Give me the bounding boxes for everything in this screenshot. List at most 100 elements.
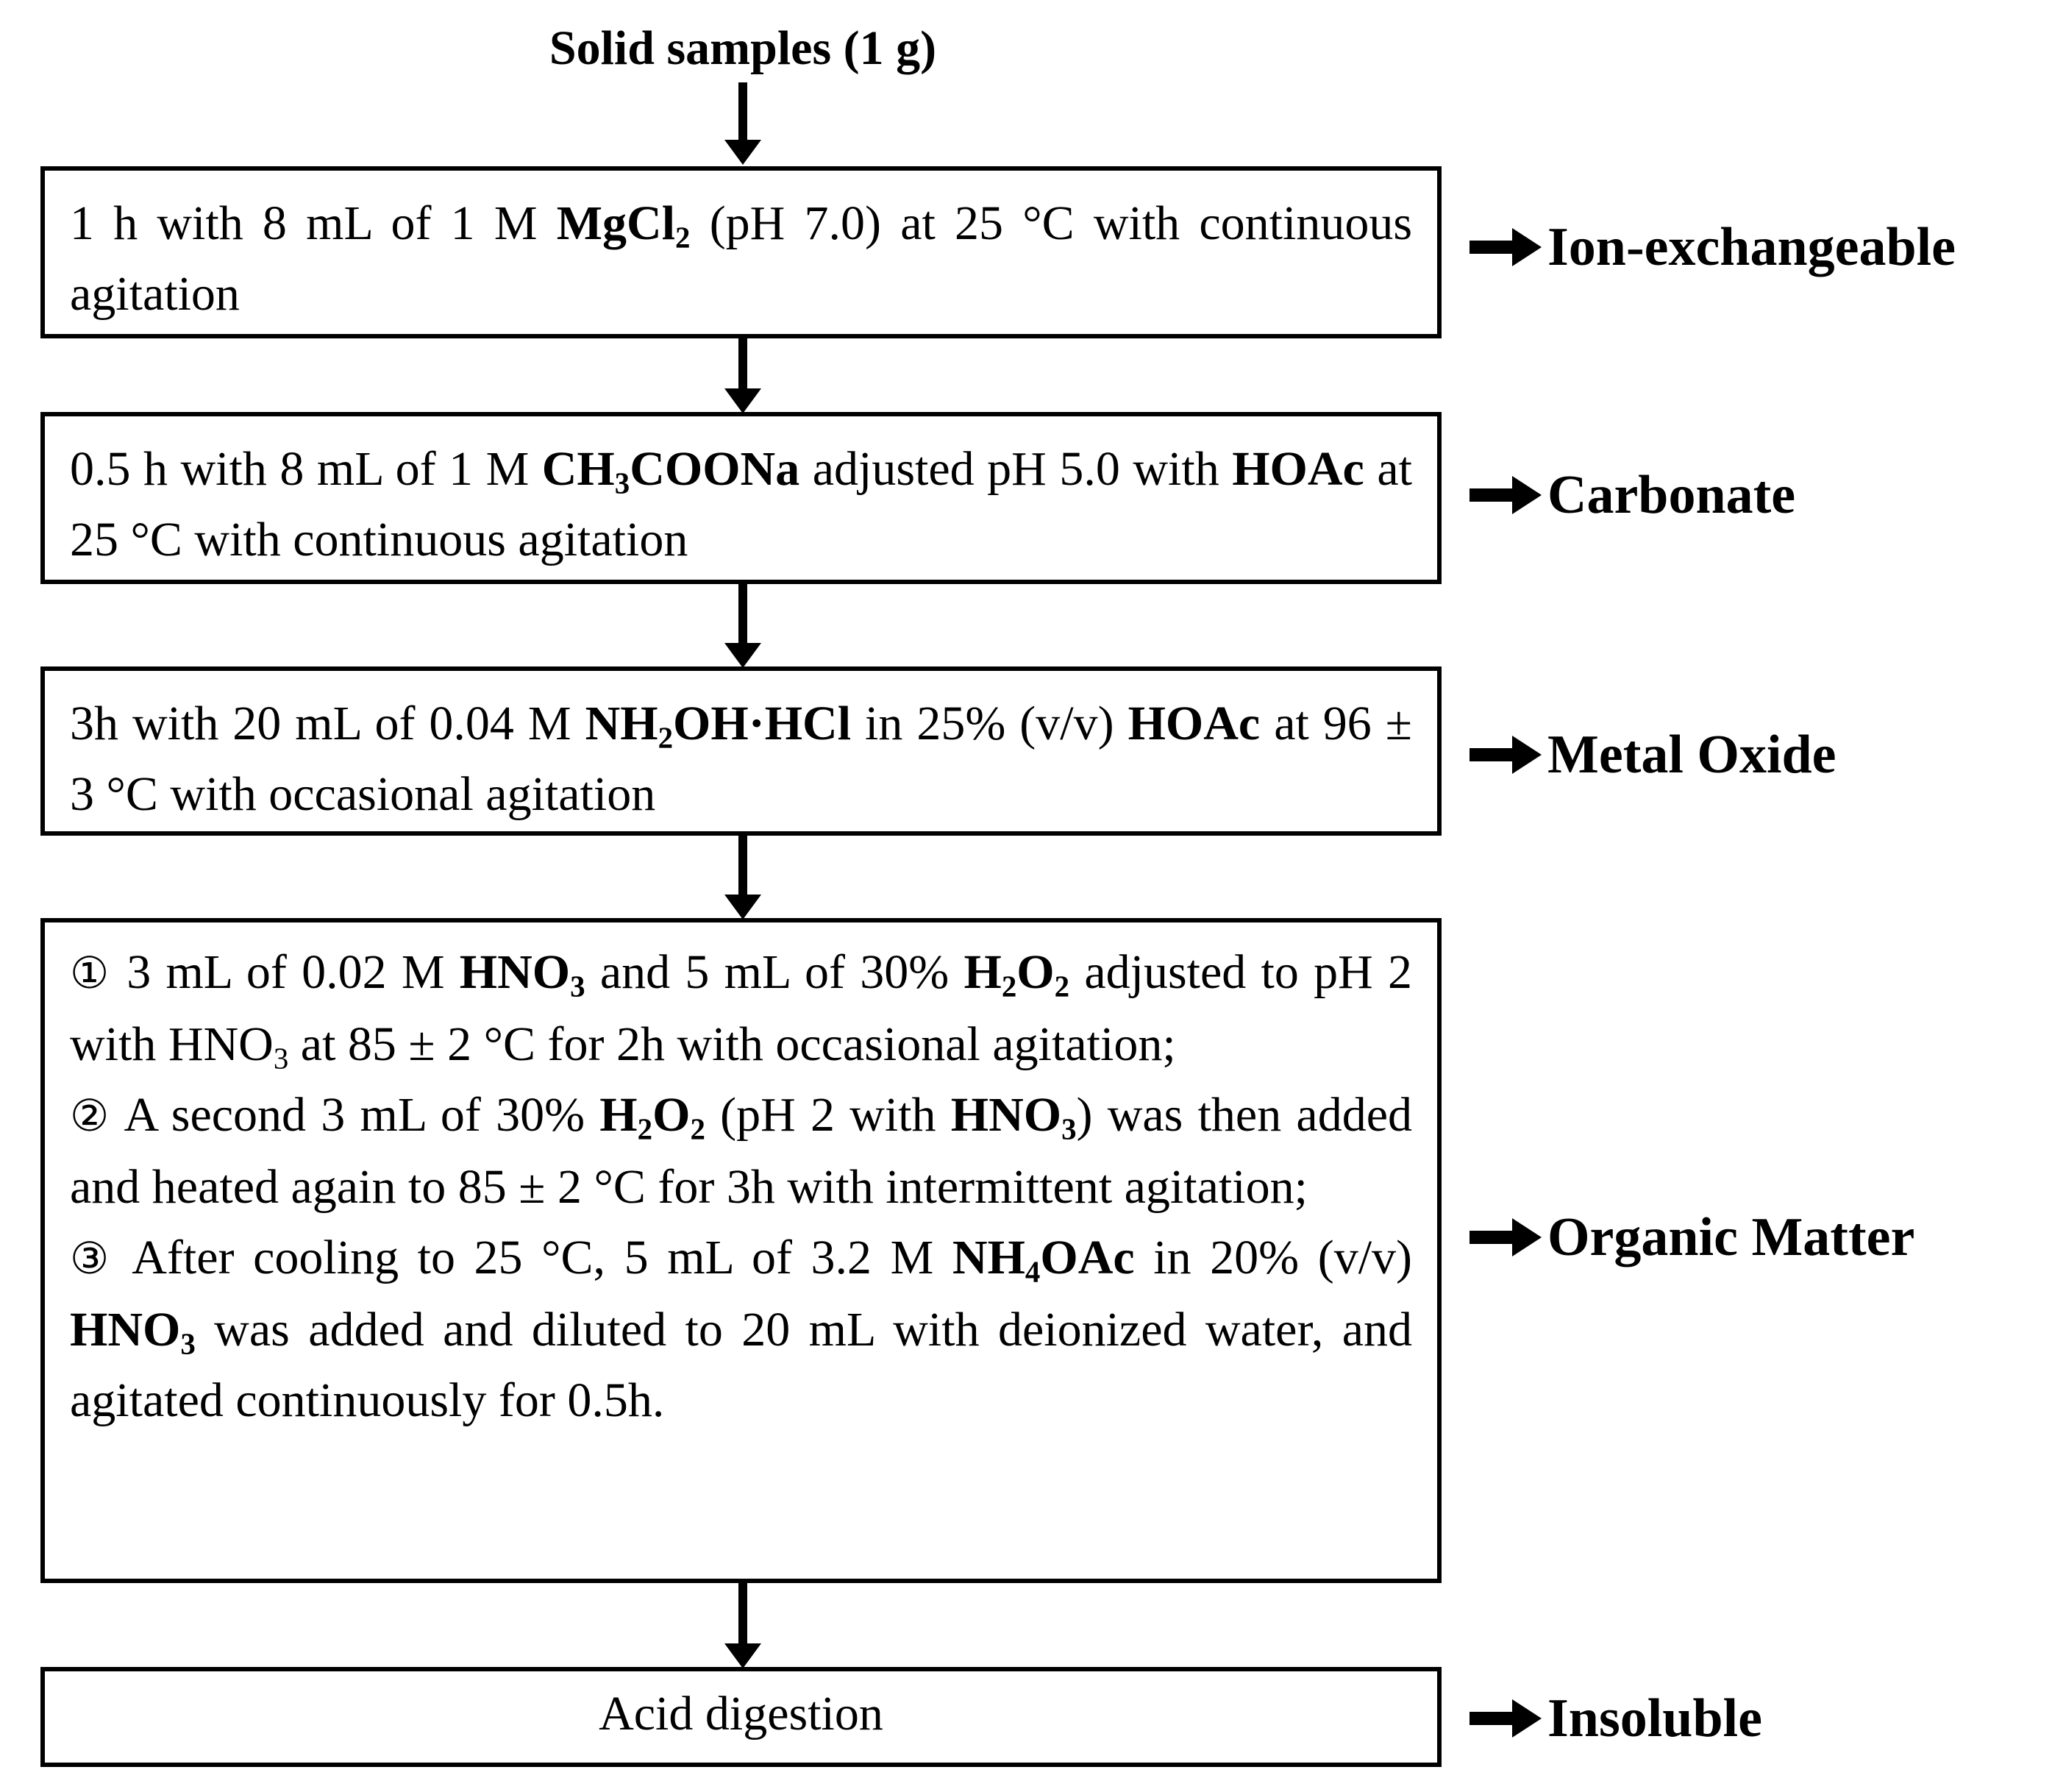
step-text: After cooling to 25 °C, 5 mL of 3.2 M — [115, 1231, 952, 1284]
subscript-text: 4 — [1025, 1255, 1041, 1289]
step-text: O — [652, 1088, 691, 1142]
text-segment: 3 — [570, 970, 585, 1003]
text-segment: 4 — [1025, 1255, 1040, 1288]
step-text: MgCl — [556, 196, 676, 250]
text-segment: H — [963, 945, 1001, 999]
step-text: HOAc — [1232, 442, 1364, 496]
text-segment: OAc — [1040, 1231, 1134, 1284]
text-segment: 2 — [638, 1112, 652, 1145]
step-text: COONa — [630, 442, 800, 496]
step-text: 3h with 20 mL of 0.04 M — [70, 697, 585, 750]
text-segment: 2 — [1055, 970, 1069, 1003]
text-segment: O — [652, 1088, 690, 1142]
fraction-organic-matter: Organic Matter — [1469, 1202, 1914, 1273]
step-text: at 85 ± 2 °C for 2h with occasional agit… — [288, 1017, 1176, 1071]
text-segment: 2 — [1002, 970, 1016, 1003]
text-segment: 3 — [1061, 1112, 1076, 1145]
step-text: (pH 2 with — [705, 1088, 951, 1142]
text-segment: NH — [585, 697, 658, 750]
step-text: HNO — [70, 1303, 181, 1357]
procedure-step: ③ After cooling to 25 °C, 5 mL of 3.2 M … — [70, 1223, 1412, 1436]
fraction-insoluble: Insoluble — [1469, 1683, 1762, 1754]
fraction-label: Ion-exchangeable — [1547, 217, 1956, 277]
text-segment: HOAc — [1232, 442, 1364, 496]
step-text: HOAc — [1127, 697, 1261, 750]
flow-arrow-down — [724, 82, 761, 165]
text-segment: NH — [952, 1231, 1025, 1284]
arrow-right-icon — [1469, 1218, 1543, 1256]
subscript-text: 2 — [1054, 970, 1070, 1003]
step-box-metal-oxide: 3h with 20 mL of 0.04 M NH2OH·HCl in 25%… — [40, 666, 1442, 836]
subscript-text: 2 — [658, 721, 674, 755]
step-text: at 25 °C with continuous agitation — [70, 442, 1412, 566]
step-box-acid-digestion: Acid digestion — [40, 1667, 1442, 1767]
fraction-label: Metal Oxide — [1547, 725, 1837, 785]
step-text: 1 h with 8 mL of 1 M — [70, 196, 557, 250]
flow-arrow-down — [724, 338, 761, 413]
subscript-text: 3 — [614, 466, 630, 500]
text-segment: OH·HCl — [673, 697, 851, 750]
step-text: in 25% (v/v) — [851, 697, 1128, 750]
text-segment: HNO — [951, 1088, 1061, 1142]
procedure-step: ① 3 mL of 0.02 M HNO3 and 5 mL of 30% H2… — [70, 937, 1412, 1080]
text-segment: COONa — [630, 442, 799, 496]
text-segment: 3 — [615, 466, 630, 499]
step-box-ion-exchange: 1 h with 8 mL of 1 M MgCl2 (pH 7.0) at 2… — [40, 166, 1442, 338]
flow-arrow-down — [724, 584, 761, 668]
fraction-ion-exchangeable: Ion-exchangeable — [1469, 212, 1956, 282]
subscript-text: 2 — [690, 1112, 705, 1146]
step-box-carbonate: 0.5 h with 8 mL of 1 M CH3COONa adjusted… — [40, 412, 1442, 584]
step-text: A second 3 mL of 30% — [111, 1088, 600, 1142]
arrow-right-icon — [1469, 476, 1543, 514]
step-text: NH — [585, 697, 658, 750]
diagram-title: Solid samples (1 g) — [549, 21, 937, 75]
text-segment: HNO — [70, 1303, 180, 1357]
step-text: Acid digestion — [599, 1687, 883, 1741]
text-segment: 2 — [675, 221, 690, 254]
step-number: ② — [70, 1091, 112, 1142]
step-text: adjusted pH 5.0 with — [799, 442, 1233, 496]
step-text: and 5 mL of 30% — [585, 945, 964, 999]
step-text: adjusted to pH 2 with HNO — [70, 945, 1412, 1071]
fraction-label: Insoluble — [1547, 1688, 1763, 1749]
step-text: CH — [541, 442, 615, 496]
step-box-organic-matter: ① 3 mL of 0.02 M HNO3 and 5 mL of 30% H2… — [40, 918, 1442, 1583]
step-text: H — [963, 945, 1002, 999]
text-segment: H — [599, 1088, 637, 1142]
flow-arrow-down — [724, 1583, 761, 1668]
subscript-text: 2 — [1001, 970, 1017, 1003]
fraction-metal-oxide: Metal Oxide — [1469, 719, 1837, 790]
step-number: ① — [70, 948, 112, 999]
arrow-right-icon — [1469, 736, 1543, 774]
procedure-step: ② A second 3 mL of 30% H2O2 (pH 2 with H… — [70, 1080, 1412, 1223]
text-segment: MgCl — [557, 196, 675, 250]
step-text: in 20% (v/v) — [1134, 1231, 1413, 1284]
step-text: OAc — [1040, 1231, 1135, 1284]
step-text: OH·HCl — [673, 697, 852, 750]
step-text: H — [599, 1088, 638, 1142]
fraction-carbonate: Carbonate — [1469, 460, 1795, 530]
flow-arrow-down — [724, 836, 761, 920]
arrow-right-icon — [1469, 1699, 1543, 1738]
step-text: at 96 ± 3 °C with occasional agitation — [70, 697, 1413, 821]
fraction-label: Organic Matter — [1547, 1207, 1915, 1267]
fraction-label: Carbonate — [1547, 465, 1796, 525]
step-text: O — [1016, 945, 1055, 999]
step-text: NH — [952, 1231, 1025, 1284]
step-text: was added and diluted to 20 mL with deio… — [70, 1303, 1412, 1427]
text-segment: O — [1016, 945, 1054, 999]
subscript-text: 3 — [1061, 1112, 1077, 1146]
subscript-text: 2 — [637, 1112, 653, 1146]
subscript-text: 3 — [273, 1042, 289, 1075]
step-text: HNO — [459, 945, 571, 999]
step-text: HNO — [950, 1088, 1062, 1142]
text-segment: CH — [542, 442, 615, 496]
step-text: ) was then added and heated again to 85 … — [70, 1088, 1413, 1214]
text-segment: HNO — [460, 945, 570, 999]
arrow-right-icon — [1469, 228, 1543, 266]
subscript-text: 3 — [180, 1327, 196, 1361]
text-segment: HOAc — [1128, 697, 1261, 750]
step-text: (pH 7.0) at 25 °C with continuous agitat… — [70, 196, 1413, 321]
text-segment: 2 — [690, 1112, 705, 1145]
text-segment: 2 — [658, 721, 673, 754]
